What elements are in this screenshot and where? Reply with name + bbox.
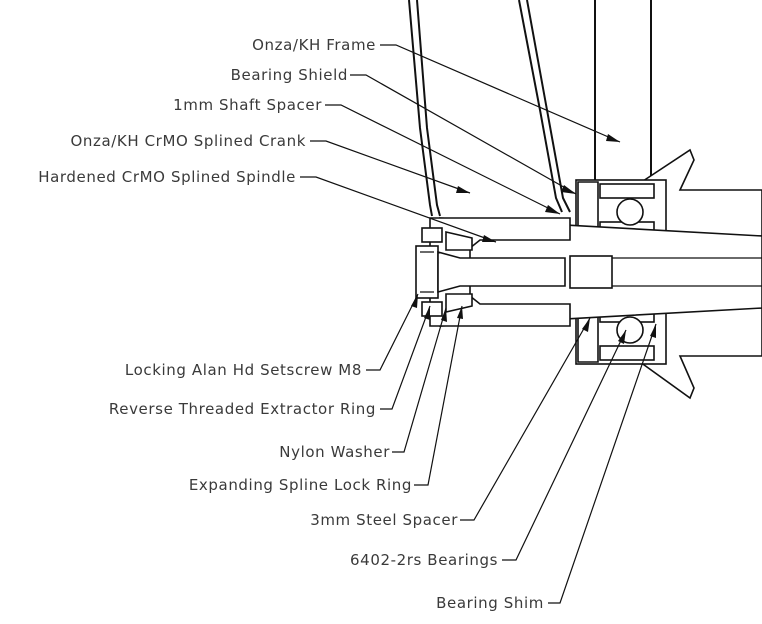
label-extractor-ring: Reverse Threaded Extractor Ring [109,400,376,418]
label-setscrew: Locking Alan Hd Setscrew M8 [125,361,362,379]
label-nylon-washer: Nylon Washer [279,443,390,461]
label-spindle: Hardened CrMO Splined Spindle [38,168,296,186]
setscrew [415,245,566,299]
label-steel-spacer: 3mm Steel Spacer [310,511,458,529]
frame-tube [594,0,652,180]
label-frame: Onza/KH Frame [252,36,376,54]
label-spline-lock-ring: Expanding Spline Lock Ring [189,476,412,494]
label-bearings: 6402-2rs Bearings [350,551,498,569]
label-crank: Onza/KH CrMO Splined Crank [70,132,306,150]
spindle [439,217,762,327]
leaders-lower [366,293,657,604]
label-bearing-shield: Bearing Shield [231,66,348,84]
label-bearing-shim: Bearing Shim [436,594,544,612]
crank-arm [408,0,571,217]
hub-body [639,148,762,400]
leaders-upper [300,44,621,243]
label-shaft-spacer: 1mm Shaft Spacer [173,96,322,114]
